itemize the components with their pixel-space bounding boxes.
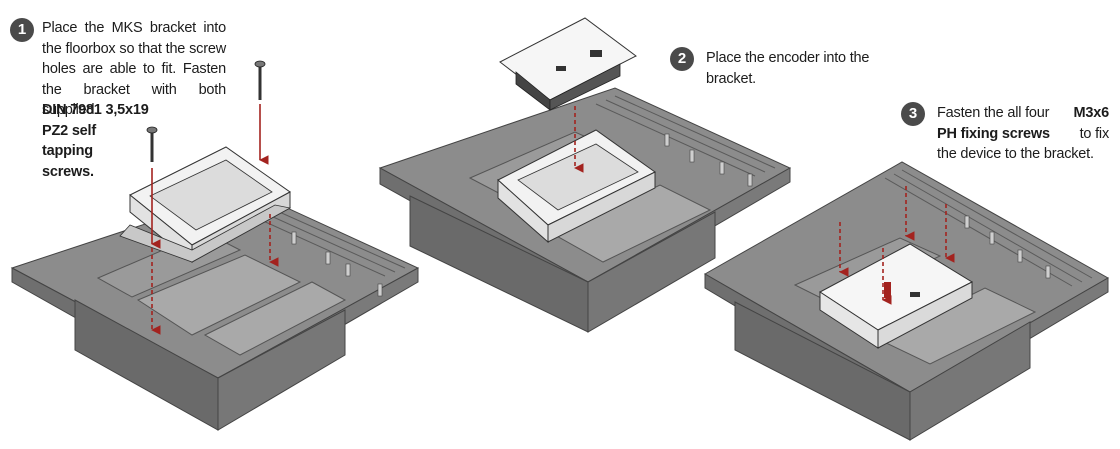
screw-icon	[146, 126, 158, 162]
screw-icon	[254, 60, 266, 100]
step-bold-spec: DIN 7981 3,5x19 PZ2 self tapping screws.	[42, 102, 149, 180]
insertion-arrow	[151, 104, 279, 335]
mks-bracket-step1	[119, 146, 292, 264]
step-text: Place the encoder into the bracket.	[706, 50, 870, 87]
encoder-in-bracket	[819, 243, 974, 349]
insertion-arrow	[839, 186, 955, 305]
step-number-badge: 3	[901, 102, 925, 126]
encoder-board	[499, 17, 637, 111]
step-number-badge: 2	[670, 47, 694, 71]
step-text: Place the MKS bracket into the floorbox …	[42, 20, 226, 118]
step-number-badge: 1	[10, 18, 34, 42]
mks-bracket-step2	[497, 129, 656, 244]
